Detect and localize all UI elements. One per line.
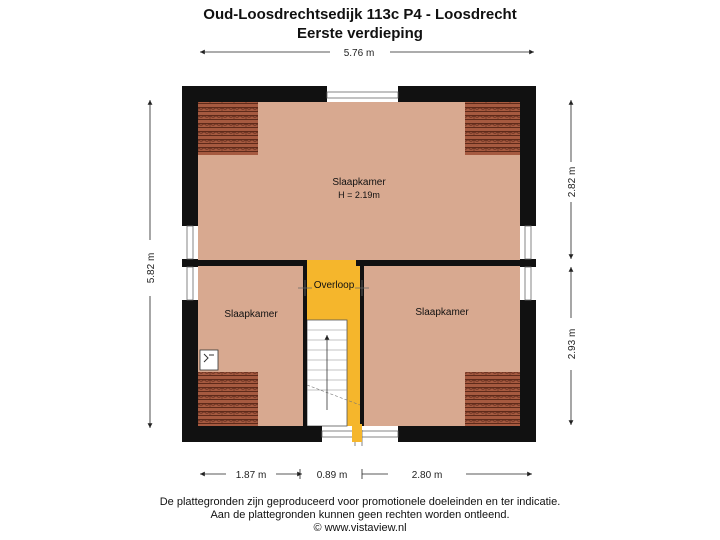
roof-window-bottom-left (198, 372, 258, 426)
dim-bottom-middle: 0.89 m (317, 470, 348, 481)
dim-right-upper: 2.82 m (567, 167, 578, 198)
landing-doorway (307, 260, 356, 266)
dimension-lines (147, 49, 574, 479)
plan-title: Oud-Loosdrechtsedijk 113c P4 - Loosdrech… (203, 6, 517, 23)
dim-bottom-left: 1.87 m (236, 470, 267, 481)
interior-walls (198, 260, 520, 426)
dim-total-width: 5.76 m (344, 48, 375, 59)
disclaimer-line-1: De plattegronden zijn geproduceerd voor … (159, 496, 561, 508)
room-label-landing: Overloop (314, 280, 355, 291)
dim-right-lower: 2.93 m (567, 329, 578, 360)
plan-subtitle: Eerste verdieping (297, 25, 423, 42)
copyright: © www.vistaview.nl (313, 522, 407, 534)
room-height-top: H = 2.19m (338, 190, 380, 200)
dim-total-height: 5.82 m (146, 253, 157, 284)
roof-window-top-left (198, 102, 258, 155)
room-label-top: Slaapkamer (332, 177, 386, 188)
room-label-bottom-left: Slaapkamer (224, 309, 278, 320)
radiator-icon (199, 349, 219, 371)
room-label-bottom-right: Slaapkamer (415, 307, 469, 318)
roof-window-bottom-right (465, 372, 520, 426)
door-leaf (352, 424, 362, 442)
staircase (306, 319, 361, 427)
exterior-walls (182, 86, 536, 442)
dim-bottom-right: 2.80 m (412, 470, 443, 481)
roof-window-top-right (465, 102, 520, 155)
disclaimer-line-2: Aan de plattegronden kunnen geen rechten… (210, 509, 510, 521)
